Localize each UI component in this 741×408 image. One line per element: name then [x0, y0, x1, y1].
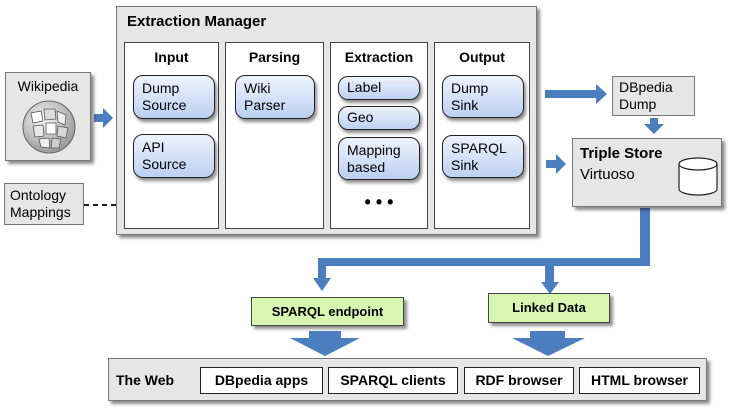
dump-source-node[interactable]: Dump Source [133, 75, 215, 119]
arrow-manager-to-triple-store [546, 154, 566, 174]
extraction-column: Extraction Label Geo Mapping based • • • [330, 42, 428, 229]
html-browser-client[interactable]: HTML browser [579, 367, 700, 394]
label-extractor-node[interactable]: Label [338, 76, 420, 100]
parsing-header: Parsing [248, 49, 301, 65]
triple-store-subtitle: Virtuoso [580, 166, 635, 183]
wikipedia-label: Wikipedia [17, 78, 79, 94]
triple-store-node[interactable]: Triple Store Virtuoso [572, 138, 722, 207]
sparql-sink-node[interactable]: SPARQL Sink [442, 135, 524, 178]
arrow-head-sparql-endpoint [313, 278, 331, 291]
geo-extractor-node[interactable]: Geo [338, 106, 420, 130]
extraction-manager-panel: Extraction Manager Input Dump Source API… [116, 6, 537, 235]
parsing-column: Parsing Wiki Parser [225, 42, 324, 229]
triple-store-title: Triple Store [580, 145, 663, 162]
extraction-header: Extraction [344, 49, 414, 65]
arrow-dump-to-triple-store [644, 118, 664, 134]
sparql-endpoint-node[interactable]: SPARQL endpoint [251, 297, 404, 326]
arrow-sparql-to-web [290, 331, 360, 356]
more-extractors-ellipsis: • • • [364, 192, 394, 212]
rdf-browser-client[interactable]: RDF browser [464, 367, 574, 394]
input-column: Input Dump Source API Source [124, 42, 219, 229]
wiki-parser-node[interactable]: Wiki Parser [235, 75, 315, 119]
the-web-panel: The Web DBpedia apps SPARQL clients RDF … [108, 358, 707, 401]
mapping-based-extractor-node[interactable]: Mapping based [338, 137, 420, 180]
linked-data-node[interactable]: Linked Data [488, 293, 610, 323]
input-header: Input [154, 49, 189, 65]
database-cylinder-icon [678, 157, 718, 196]
arrow-wikipedia-to-manager [94, 108, 113, 128]
arrow-linked-data-to-web [512, 331, 585, 356]
output-header: Output [459, 49, 505, 65]
arrow-manager-to-dump [545, 84, 607, 104]
api-source-node[interactable]: API Source [133, 134, 215, 178]
wikipedia-source-node[interactable]: Wikipedia [5, 72, 91, 161]
output-column: Output Dump Sink SPARQL Sink [434, 42, 530, 229]
dump-sink-node[interactable]: Dump Sink [442, 75, 524, 118]
wikipedia-globe-icon [22, 100, 76, 154]
dbpedia-apps-client[interactable]: DBpedia apps [200, 367, 323, 394]
ontology-mappings-node[interactable]: Ontology Mappings [4, 183, 84, 225]
dbpedia-dump-node[interactable]: DBpedia Dump [612, 76, 695, 116]
the-web-label: The Web [116, 372, 175, 388]
extraction-manager-title: Extraction Manager [127, 13, 267, 30]
arrow-head-linked-data [541, 282, 559, 294]
sparql-clients-client[interactable]: SPARQL clients [328, 367, 458, 394]
